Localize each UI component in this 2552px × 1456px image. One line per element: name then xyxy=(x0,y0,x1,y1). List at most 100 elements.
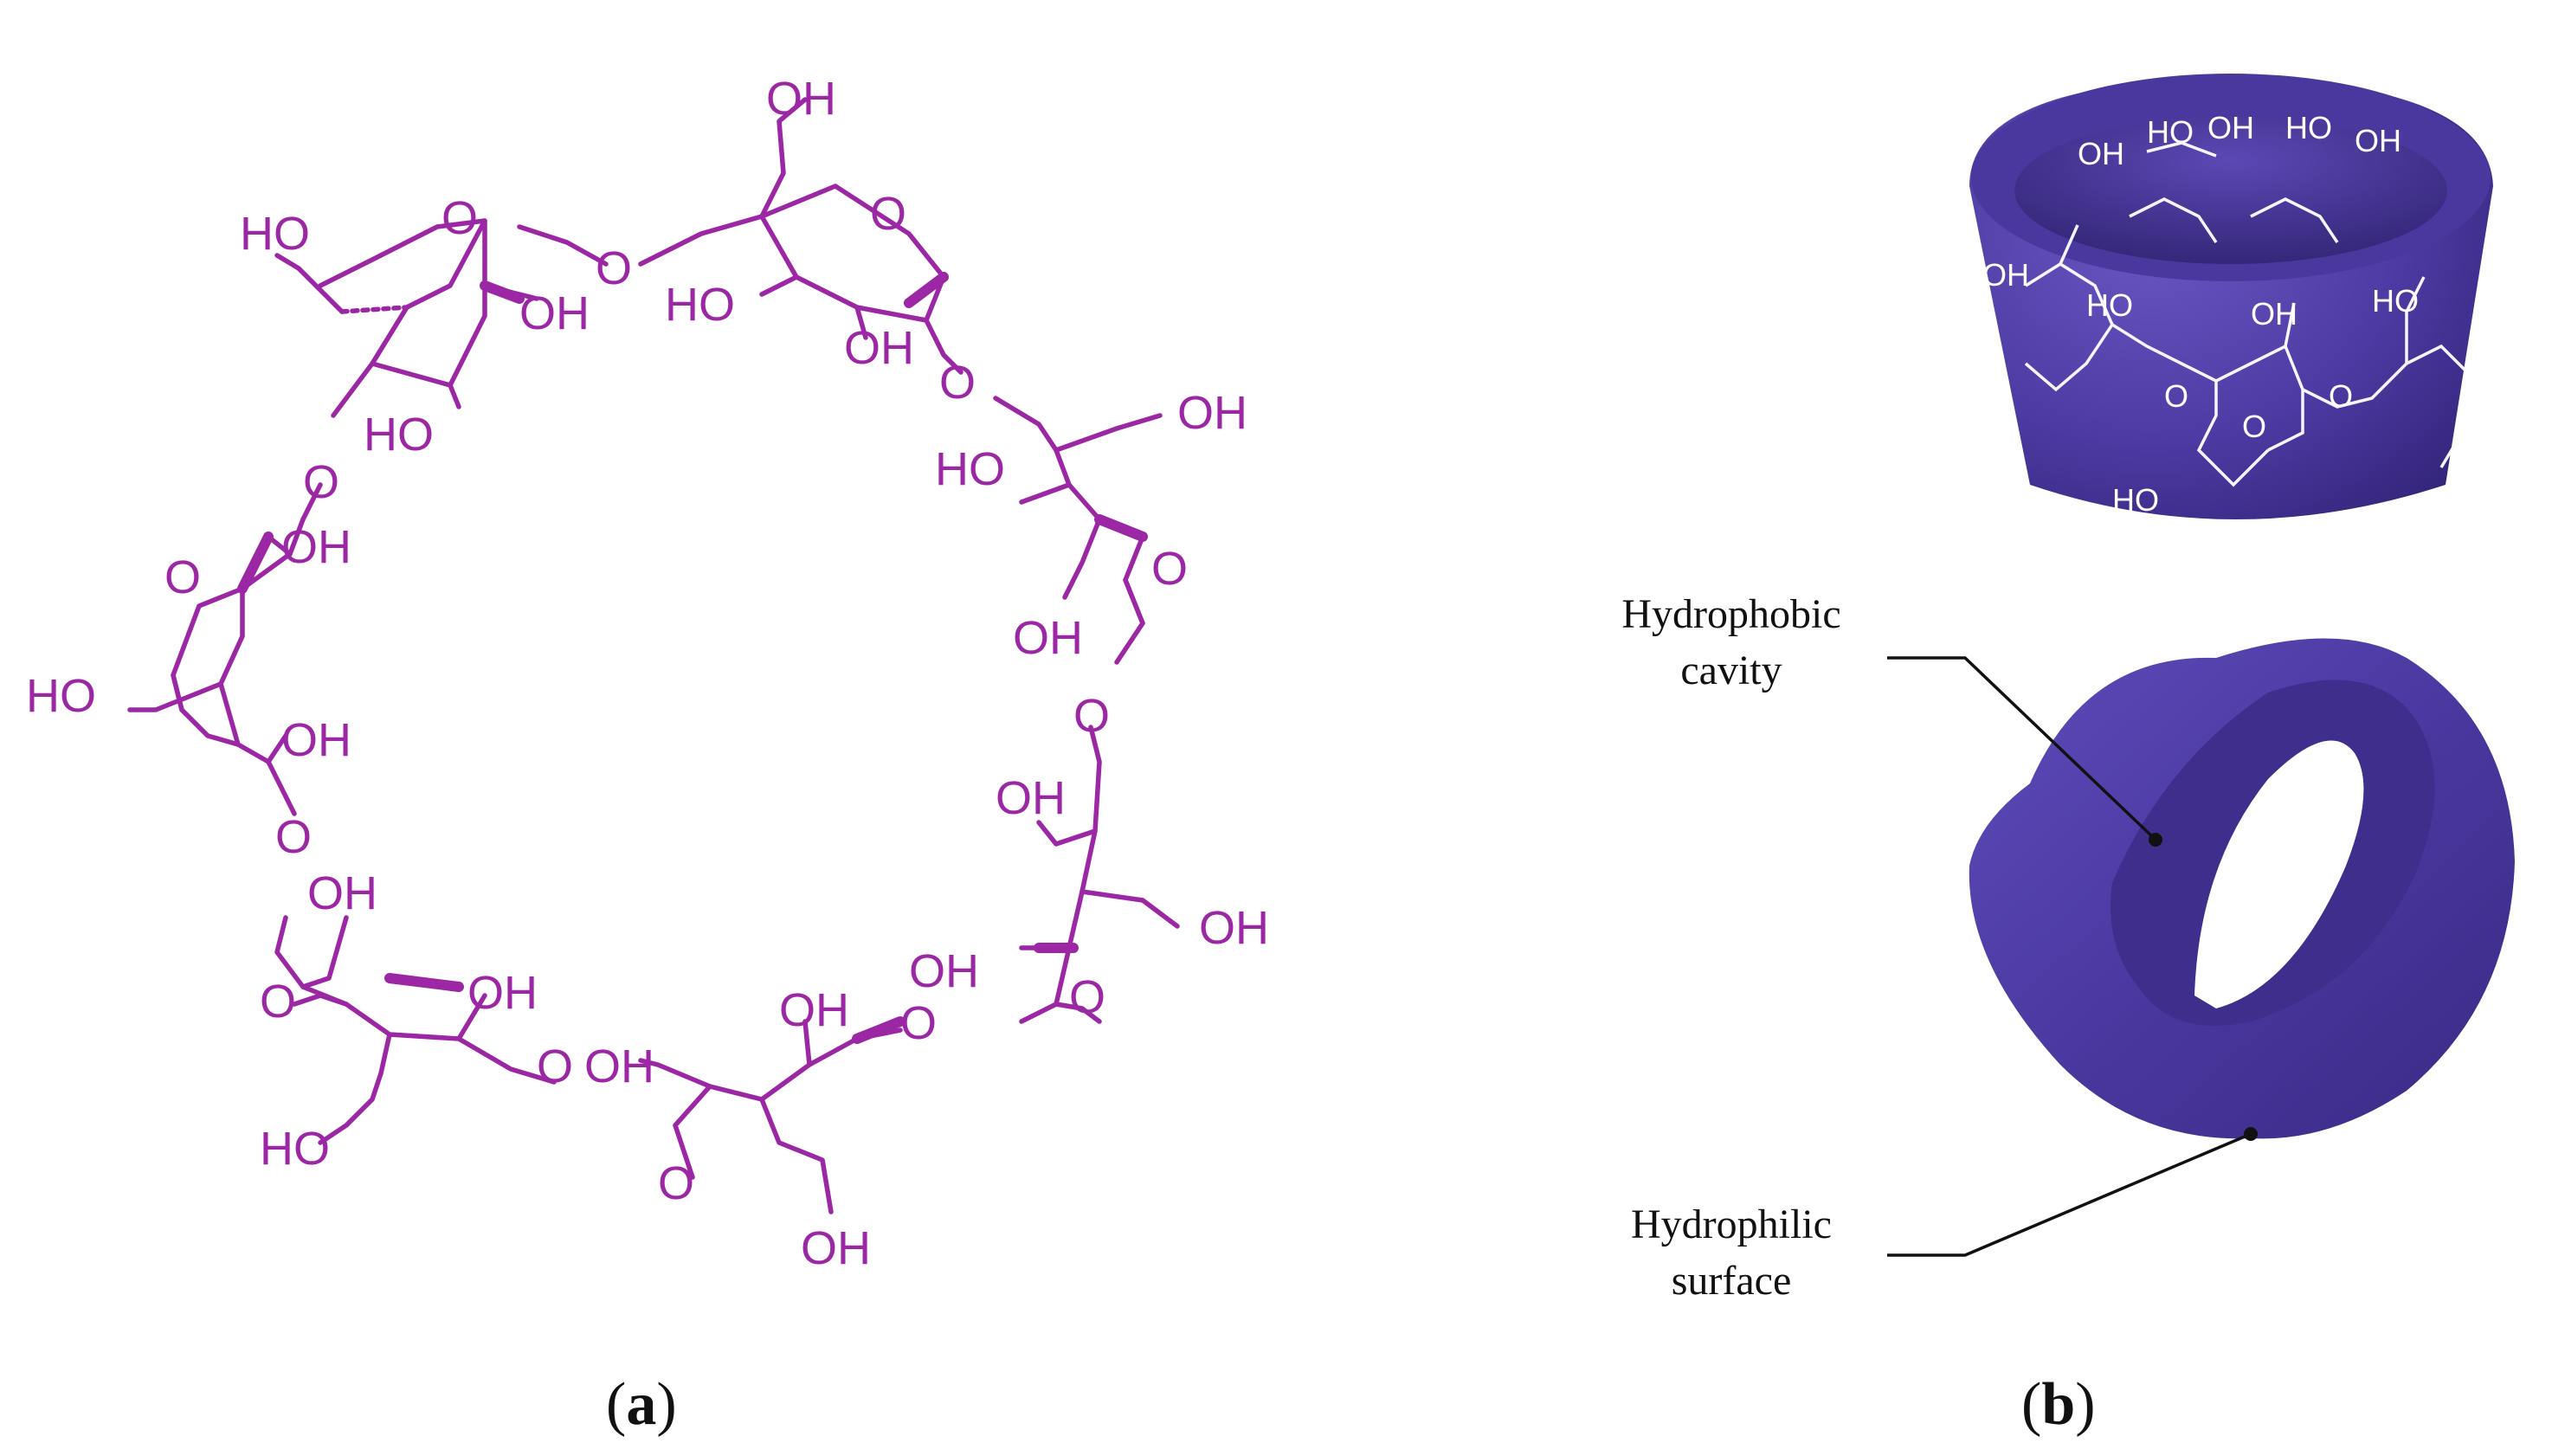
oxygen-label: O xyxy=(164,551,201,603)
bond-line xyxy=(292,993,349,1007)
cavity-label-line2: cavity xyxy=(1680,647,1782,693)
bond-line xyxy=(638,1058,712,1089)
bond-line xyxy=(802,1019,812,1067)
bond-line xyxy=(1123,577,1145,626)
bond-line xyxy=(171,673,184,712)
oh-label: OH xyxy=(801,1222,871,1274)
cup-oh-label: OH xyxy=(2207,110,2254,145)
bond-line xyxy=(517,224,609,267)
cup-oxygen-label: O xyxy=(2164,378,2188,414)
cyclodextrin-ring-3d xyxy=(1969,638,2515,1139)
wedge-bond xyxy=(237,532,274,594)
bond-line xyxy=(924,318,963,375)
cup-ho-label: HO xyxy=(2372,283,2419,319)
bond-line xyxy=(759,274,799,297)
ho-label: HO xyxy=(935,443,1005,495)
cup-oxygen-label: O xyxy=(2242,409,2266,444)
cup-oh-label: OH xyxy=(2355,123,2401,158)
bond-line xyxy=(318,1032,392,1145)
bond-line xyxy=(759,1097,834,1214)
surface-label-line2: surface xyxy=(1672,1258,1792,1304)
oh-label: OH xyxy=(281,521,351,573)
bond-line xyxy=(854,305,868,340)
oh-label: OH xyxy=(779,984,849,1036)
oxygen-label: O xyxy=(441,192,478,244)
oh-label: OH xyxy=(1199,902,1269,954)
bond-line xyxy=(318,218,487,310)
wedge-bond xyxy=(480,280,525,304)
oxygen-label: O xyxy=(1073,690,1110,742)
cavity-label-line1: Hydrophobic xyxy=(1621,591,1840,637)
oh-label: OH xyxy=(1177,387,1247,439)
oxygen-label: O xyxy=(303,456,339,508)
panel-b-label: (b) xyxy=(2021,1371,2096,1438)
bond-line xyxy=(274,253,345,314)
cup-oh-label: OH xyxy=(2251,296,2297,332)
oxygen-label: O xyxy=(900,997,937,1049)
cup-opening xyxy=(2014,117,2447,264)
bond-line xyxy=(1054,1002,1102,1024)
cup-structure-labels: OH HO OH HO HO HO OH HO OH OH O O O xyxy=(1982,110,2419,518)
oxygen-label: O xyxy=(537,1040,573,1092)
bond-line xyxy=(370,218,487,388)
bond-line xyxy=(673,1028,903,1180)
ring-hole xyxy=(2194,740,2364,1008)
surface-marker-dot xyxy=(2244,1127,2258,1141)
bond-line xyxy=(1079,889,1180,929)
bond-line xyxy=(218,482,323,816)
bond-line xyxy=(456,993,487,1041)
ho-label: HO xyxy=(665,279,735,331)
oh-label: OH xyxy=(909,945,979,997)
oxygen-label: O xyxy=(260,976,296,1028)
bond-line xyxy=(127,681,223,712)
oxygen-label: O xyxy=(939,357,976,409)
bond-line xyxy=(1019,482,1072,505)
cup-ho-label: HO xyxy=(2147,114,2194,150)
cup-oh-label: OH xyxy=(2078,136,2124,171)
bond-line xyxy=(759,97,808,219)
oxygen-label: O xyxy=(658,1157,694,1209)
oh-label: OH xyxy=(281,714,351,766)
oxygen-label: O xyxy=(596,242,632,294)
cup-structure-lines xyxy=(2024,141,2469,487)
wedge-bonds xyxy=(237,272,1148,1044)
cup-oxygen-label: O xyxy=(2329,378,2353,414)
cup-oh-label: OH xyxy=(1982,257,2029,293)
wedge-bond xyxy=(1094,514,1148,542)
cup-ho-label: HO xyxy=(2285,110,2332,145)
oxygen-label: O xyxy=(1151,543,1188,595)
wedge-bond xyxy=(384,973,464,992)
ho-label: HO xyxy=(26,670,96,722)
oh-label: OH xyxy=(519,287,590,339)
wedge-bond xyxy=(852,1016,905,1044)
hash-bond xyxy=(339,305,409,314)
ho-label: HO xyxy=(240,208,310,260)
oh-label: OH xyxy=(844,322,914,374)
surface-callout-line xyxy=(1887,1132,2252,1257)
bond-line xyxy=(638,184,946,323)
cup-ho-label: HO xyxy=(2112,482,2159,518)
bond-line xyxy=(1062,517,1102,600)
oxygen-label: O xyxy=(1069,971,1105,1023)
molecule-labels: OH HO O OH O O HO OH HO O OH O HO OH O O… xyxy=(26,73,1269,1274)
bond-line xyxy=(1054,413,1163,453)
oh-label: OH xyxy=(766,73,836,125)
oxygen-label: O xyxy=(275,811,312,863)
ho-label: HO xyxy=(364,409,434,461)
oh-label: OH xyxy=(467,967,538,1019)
cup-ho-label: HO xyxy=(2086,287,2133,323)
oxygen-label: O xyxy=(870,188,906,240)
cavity-callout-line xyxy=(1887,656,2157,841)
bond-line xyxy=(300,915,349,989)
ho-label: HO xyxy=(260,1123,330,1175)
bond-line xyxy=(266,733,288,764)
cyclodextrin-cup-3d: OH HO OH HO HO HO OH HO OH OH O O O xyxy=(1969,74,2493,519)
surface-label-line1: Hydrophilic xyxy=(1631,1202,1832,1247)
oh-label: OH xyxy=(996,772,1066,824)
callout-lines xyxy=(1887,656,2252,1257)
oh-label: OH xyxy=(584,1040,654,1092)
oh-label: OH xyxy=(307,867,377,919)
bond-line xyxy=(1036,820,1098,847)
